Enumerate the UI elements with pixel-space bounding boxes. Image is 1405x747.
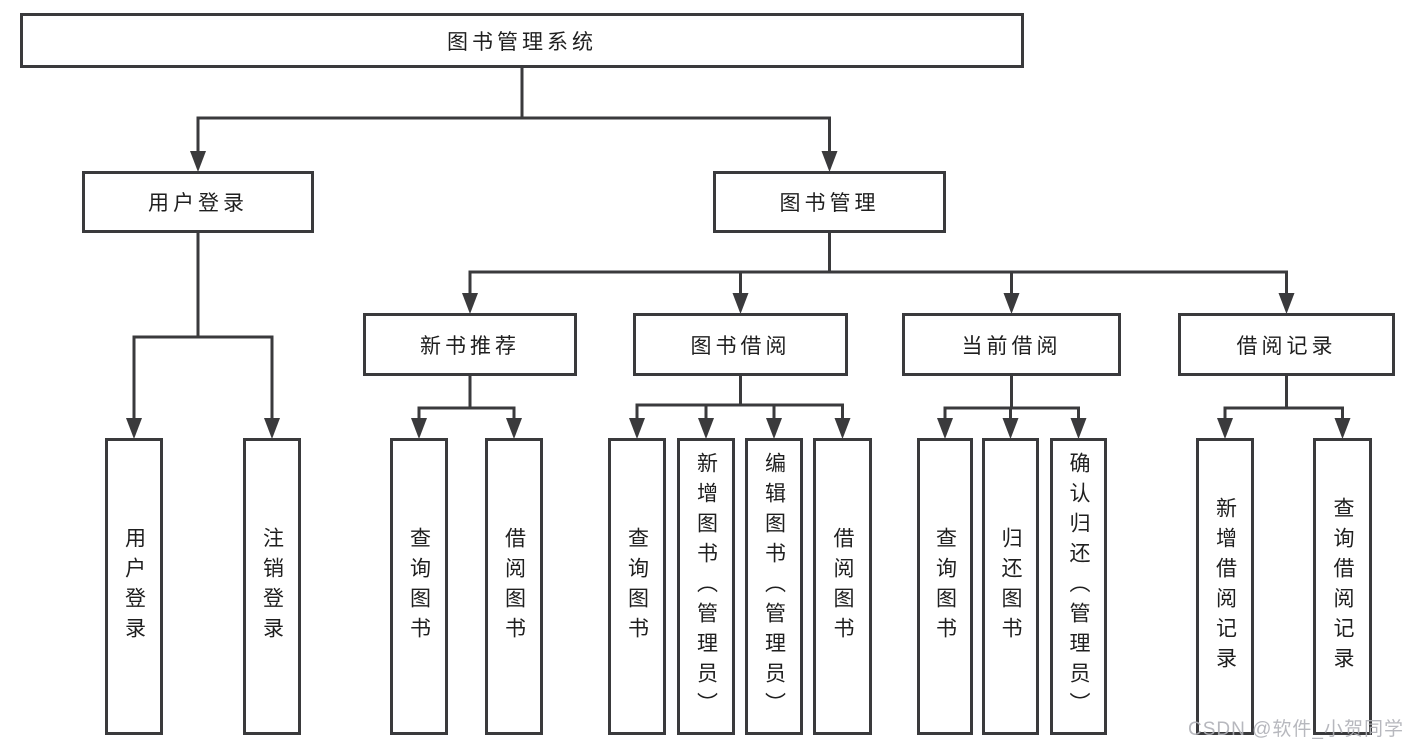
watermark: CSDN @软件_小贺同学 [1188, 719, 1404, 740]
node-leaf-recommend-borrow-books: 借阅图书 [485, 438, 543, 735]
node-label-leaf-current-confirm-return: 确认归还（管理员） [1067, 451, 1090, 722]
node-label-user-login: 用户登录 [148, 192, 248, 215]
node-leaf-borrow-borrow-books: 借阅图书 [813, 438, 872, 735]
node-label-leaf-records-add-record: 新增借阅记录 [1213, 496, 1237, 677]
node-label-leaf-records-query-record: 查询借阅记录 [1331, 496, 1354, 677]
node-label-leaf-borrow-edit-books: 编辑图书（管理员） [762, 451, 786, 722]
node-label-leaf-current-query-books: 查询图书 [933, 526, 957, 647]
node-label-borrowing-records: 借阅记录 [1236, 334, 1337, 358]
node-leaf-borrow-query-books: 查询图书 [608, 438, 666, 735]
node-label-leaf-recommend-borrow-books: 借阅图书 [502, 526, 526, 647]
node-new-book-recommend: 新书推荐 [363, 313, 577, 376]
node-leaf-logout: 注销登录 [243, 438, 301, 735]
node-label-leaf-borrow-borrow-books: 借阅图书 [831, 526, 854, 647]
node-leaf-user-login: 用户登录 [105, 438, 163, 735]
node-label-leaf-current-return-books: 归还图书 [999, 526, 1022, 647]
node-label-new-book-recommend: 新书推荐 [420, 334, 520, 358]
node-book-management: 图书管理 [713, 171, 946, 233]
node-label-book-borrowing: 图书借阅 [690, 334, 791, 358]
node-leaf-current-confirm-return: 确认归还（管理员） [1050, 438, 1107, 735]
node-leaf-current-return-books: 归还图书 [982, 438, 1039, 735]
node-current-borrowing: 当前借阅 [902, 313, 1121, 376]
node-label-book-management: 图书管理 [779, 192, 880, 215]
node-label-leaf-user-login: 用户登录 [122, 526, 146, 647]
node-root: 图书管理系统 [20, 13, 1024, 68]
node-leaf-current-query-books: 查询图书 [917, 438, 973, 735]
node-label-leaf-borrow-query-books: 查询图书 [625, 526, 649, 647]
node-borrowing-records: 借阅记录 [1178, 313, 1395, 376]
node-label-root: 图书管理系统 [447, 30, 597, 54]
node-user-login: 用户登录 [82, 171, 314, 233]
node-label-leaf-logout: 注销登录 [260, 526, 284, 647]
node-leaf-recommend-query-books: 查询图书 [390, 438, 448, 735]
node-leaf-records-query-record: 查询借阅记录 [1313, 438, 1372, 735]
node-leaf-borrow-add-books: 新增图书（管理员） [677, 438, 735, 735]
node-label-leaf-borrow-add-books: 新增图书（管理员） [694, 451, 718, 722]
node-label-current-borrowing: 当前借阅 [961, 334, 1062, 358]
node-book-borrowing: 图书借阅 [633, 313, 848, 376]
node-leaf-borrow-edit-books: 编辑图书（管理员） [745, 438, 803, 735]
node-label-leaf-recommend-query-books: 查询图书 [407, 526, 431, 647]
node-leaf-records-add-record: 新增借阅记录 [1196, 438, 1254, 735]
